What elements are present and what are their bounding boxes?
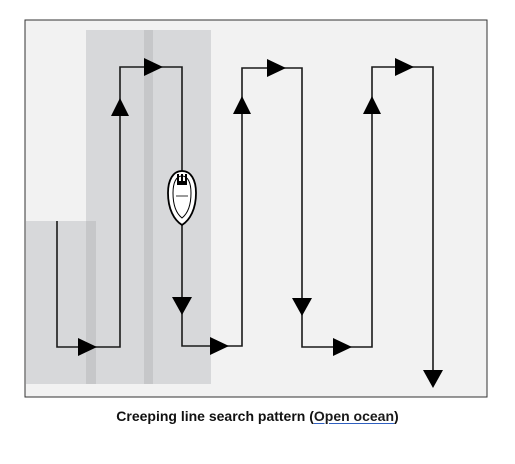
caption-closing-paren: ): [394, 408, 399, 424]
lifeboat-icon: [167, 170, 197, 227]
direction-arrow-icon: [233, 96, 251, 114]
shaded-zone-lower-left: [26, 221, 96, 384]
direction-arrow-icon: [423, 370, 443, 388]
diagram-caption: Creeping line search pattern (Open ocean…: [0, 408, 515, 424]
direction-arrow-icon: [267, 59, 286, 77]
direction-arrow-icon: [292, 298, 312, 316]
shaded-band-left: [86, 221, 96, 384]
direction-arrow-icon: [333, 338, 352, 356]
direction-arrow-icon: [395, 58, 414, 76]
shaded-band-right: [144, 30, 153, 384]
direction-arrow-icon: [210, 337, 229, 355]
open-ocean-link[interactable]: Open ocean: [313, 408, 395, 424]
direction-arrow-icon: [111, 98, 129, 116]
caption-text: Creeping line search pattern (: [116, 408, 314, 424]
direction-arrow-icon: [363, 96, 381, 114]
creeping-line-search-diagram: [24, 19, 488, 398]
direction-arrow-icon: [172, 297, 192, 315]
direction-arrow-icon: [78, 338, 97, 356]
direction-arrow-icon: [144, 58, 163, 76]
